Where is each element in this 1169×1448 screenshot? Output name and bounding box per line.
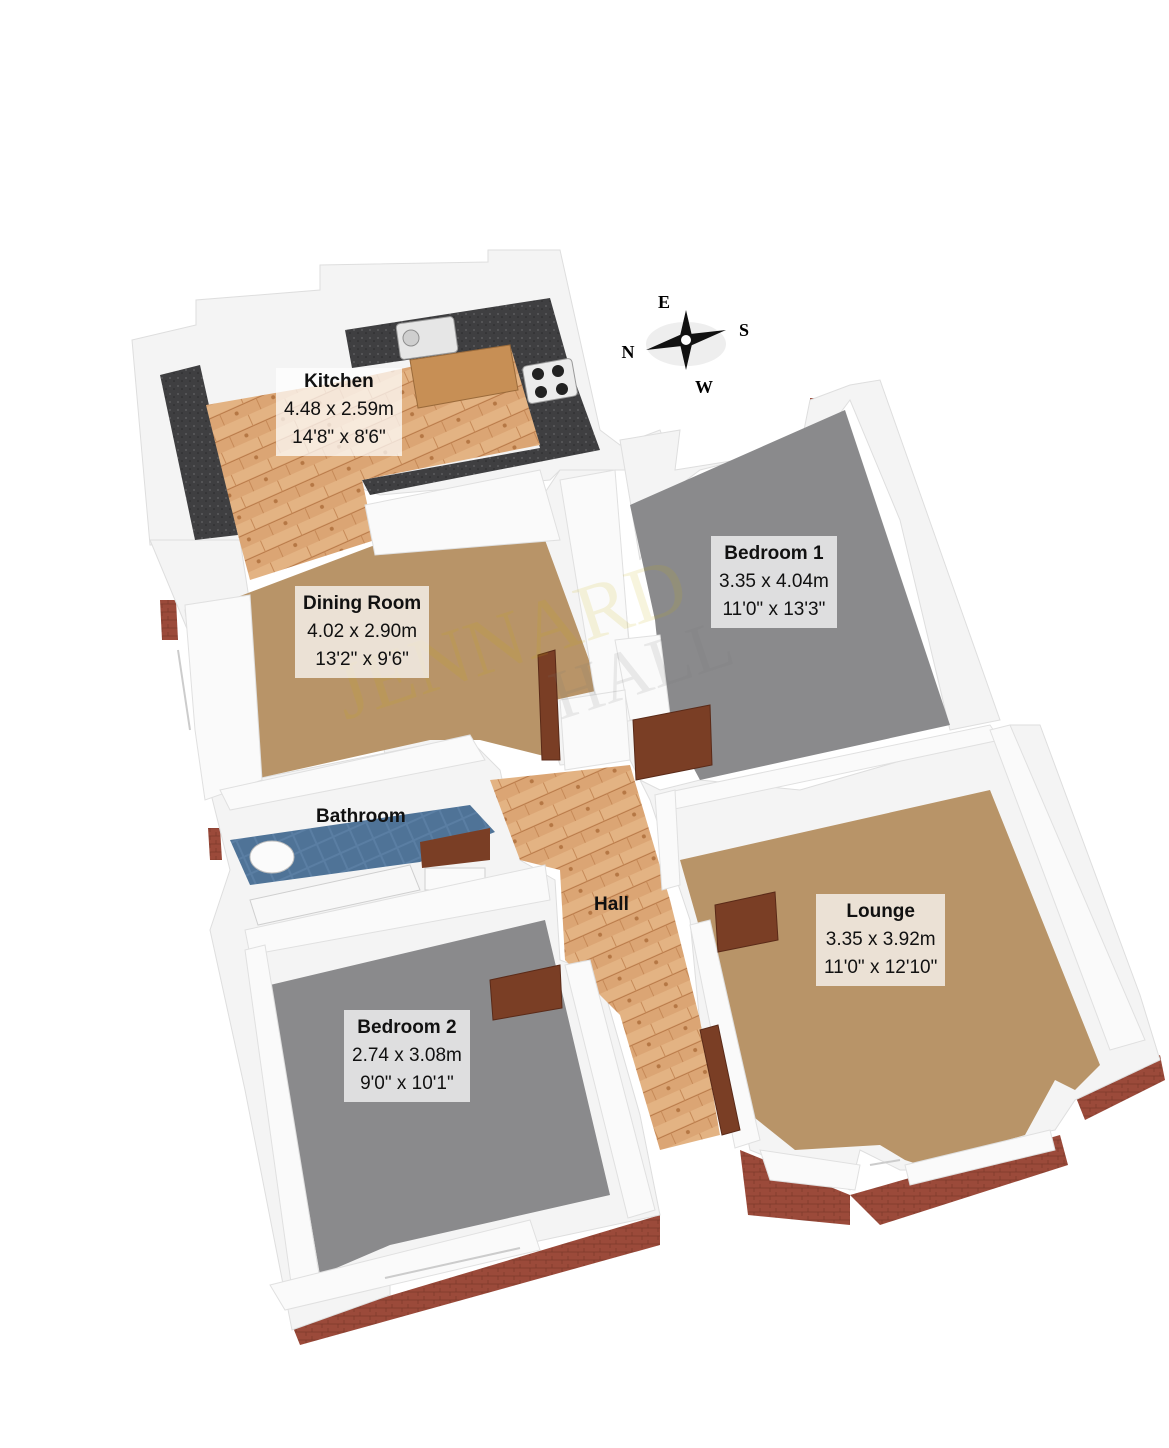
interior-walls — [184, 469, 1146, 1311]
lounge-door[interactable] — [714, 891, 779, 953]
bedroom-2-metric: 2.74 x 3.08m — [352, 1045, 462, 1066]
bedroom-1-label: Bedroom 1 3.35 x 4.04m 11'0" x 13'3" — [711, 536, 837, 628]
bathroom-door[interactable] — [420, 828, 490, 868]
compass-east: E — [658, 292, 670, 312]
compass-west: W — [695, 377, 713, 397]
bedroom-1-metric: 3.35 x 4.04m — [719, 571, 829, 592]
dining-room-metric: 4.02 x 2.90m — [307, 621, 418, 642]
lounge-name: Lounge — [846, 901, 915, 922]
kitchen-label: Kitchen 4.48 x 2.59m 14'8" x 8'6" — [276, 368, 402, 456]
bathroom-floor — [230, 805, 495, 885]
bedroom-1-door[interactable] — [632, 704, 713, 781]
doors[interactable] — [489, 649, 779, 1136]
toilet-icon — [249, 840, 295, 874]
bedroom-2-label: Bedroom 2 2.74 x 3.08m 9'0" x 10'1" — [344, 1010, 470, 1102]
lounge-metric: 3.35 x 3.92m — [825, 929, 936, 950]
hall-label: Hall — [594, 894, 629, 915]
kitchen-imperial: 14'8" x 8'6" — [292, 427, 386, 448]
bedroom-1-imperial: 11'0" x 13'3" — [722, 599, 826, 620]
bedroom-2-door[interactable] — [489, 964, 563, 1021]
bedroom-2-name: Bedroom 2 — [357, 1017, 457, 1038]
dining-room-door[interactable] — [537, 649, 561, 761]
exterior-brick-walls — [160, 398, 1165, 1345]
bathroom-label: Bathroom — [316, 806, 406, 827]
kitchen-name: Kitchen — [304, 371, 374, 392]
kitchen-worktop-left — [160, 365, 238, 540]
hall-floor — [490, 765, 720, 1150]
bedroom-2-imperial: 9'0" x 10'1" — [360, 1073, 454, 1094]
dining-room-label: Dining Room 4.02 x 2.90m 13'2" x 9'6" — [295, 586, 430, 678]
compass-north: N — [622, 342, 635, 362]
kitchen-cabinets — [409, 344, 519, 409]
compass-rose: E S N W — [622, 292, 750, 397]
kitchen-metric: 4.48 x 2.59m — [284, 399, 394, 420]
hob-icon — [522, 358, 578, 404]
bedroom-1-name: Bedroom 1 — [724, 543, 824, 564]
sink-basin-icon — [402, 329, 420, 347]
bath-tub — [249, 864, 421, 926]
front-door[interactable] — [699, 1024, 741, 1136]
lounge-imperial: 11'0" x 12'10" — [824, 957, 938, 978]
dining-room-imperial: 13'2" x 9'6" — [315, 649, 409, 670]
kitchen-sink — [395, 316, 459, 360]
bathroom-room — [230, 805, 495, 926]
lounge-label: Lounge 3.35 x 3.92m 11'0" x 12'10" — [816, 894, 946, 986]
windows — [177, 649, 901, 1279]
dining-room-name: Dining Room — [303, 593, 422, 614]
compass-south: S — [739, 320, 749, 340]
